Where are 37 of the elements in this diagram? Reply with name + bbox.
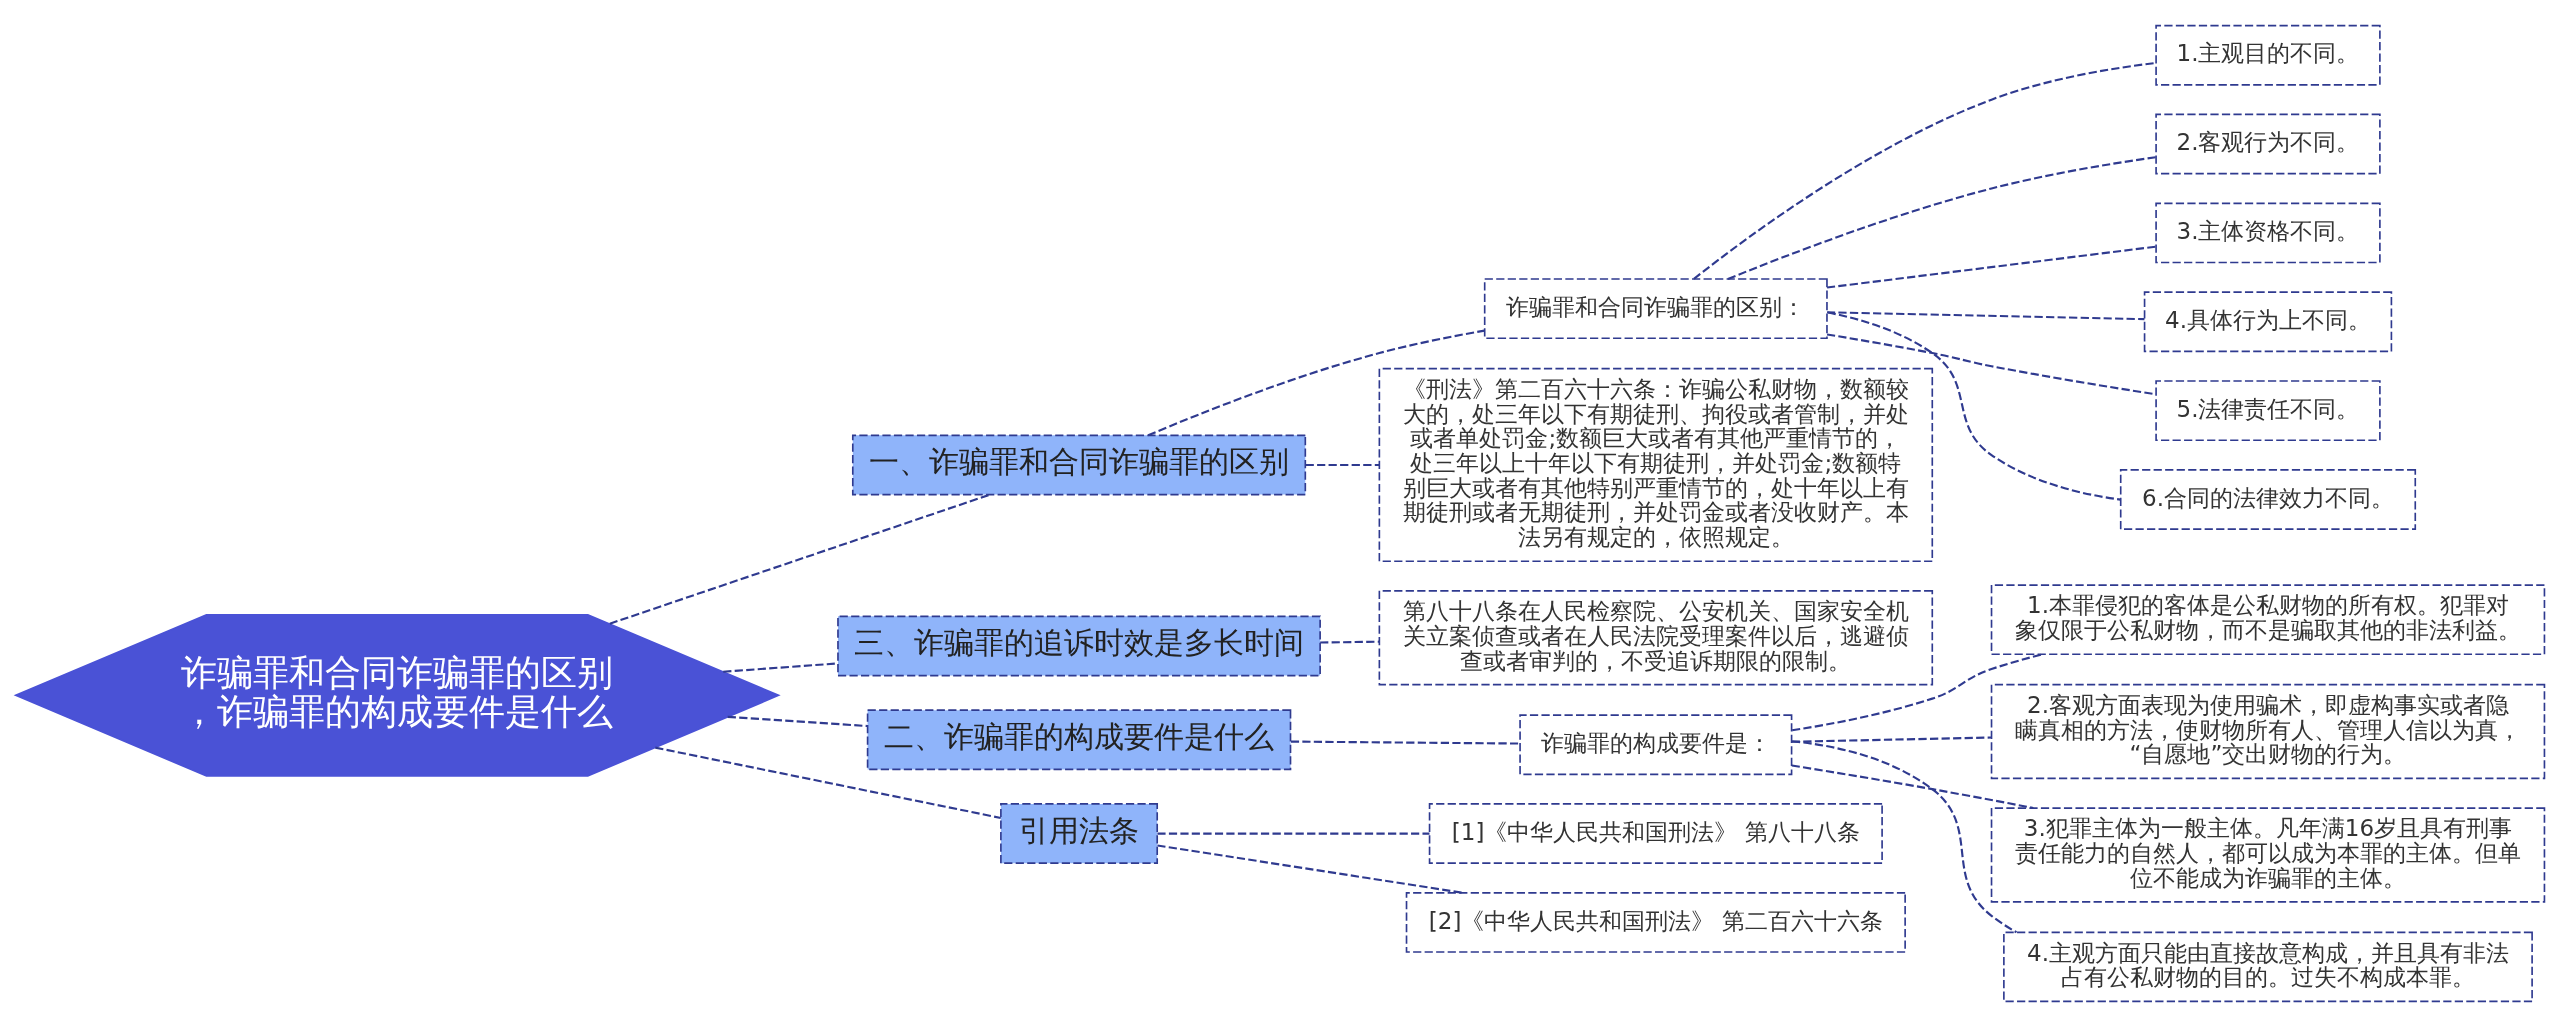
- connector: [1320, 640, 1380, 644]
- node-box: 一、诈骗罪和合同诈骗罪的区别: [851, 434, 1307, 495]
- node-box: 诈骗罪和合同诈骗罪的区别：: [1483, 277, 1828, 339]
- connector: [655, 746, 1001, 819]
- connector: [1827, 310, 2121, 501]
- node-box: 三、诈骗罪的追诉时效是多长时间: [837, 615, 1321, 676]
- connector: [723, 661, 838, 673]
- connector: [1147, 329, 1485, 436]
- node-box: 诈骗罪的构成要件是：: [1519, 713, 1793, 775]
- node-box: 4.具体行为上不同。: [2143, 290, 2393, 352]
- node-box: 4.主观方面只能由直接故意构成，并且具有非法占有公私财物的目的。过失不构成本罪。: [2003, 930, 2533, 1002]
- node-box: 《刑法》第二百六十六条：诈骗公私财物，数额较大的，处三年以下有期徒刑、拘役或者管制，并处或者单处罚金;数额巨大或者有其他严重情节的，处三年以上十年以下有期徒刑，并处罚金;数额特别巨大或者有其他特别严重情节的，处十年以上有期徒刑或者无期徒刑，并处罚金或者没收财产。本法另有规定的，依照规定。: [1378, 367, 1934, 562]
- connector: [1791, 735, 1992, 743]
- node-box: [2]《中华人民共和国刑法》 第二百六十六条: [1405, 891, 1906, 953]
- connector: [1290, 740, 1520, 745]
- node-box: 5.法律责任不同。: [2155, 379, 2381, 441]
- node-box: 1.本罪侵犯的客体是公私财物的所有权。犯罪对象仅限于公私财物，而不是骗取其他的非法利益。: [1990, 583, 2546, 655]
- node-box: 二、诈骗罪的构成要件是什么: [866, 708, 1292, 770]
- connector: [1791, 739, 2018, 933]
- connector: [609, 493, 991, 625]
- node-box: 6.合同的法律效力不同。: [2119, 468, 2417, 530]
- node-box: 3.主体资格不同。: [2155, 202, 2381, 263]
- node-box: 第八十八条在人民检察院、公安机关、国家安全机关立案侦查或者在人民法院受理案件以后，逃避侦查或者审判的，不受追诉期限的限制。: [1378, 589, 1934, 685]
- connector: [1157, 843, 1463, 894]
- node-box: [1]《中华人民共和国刑法》 第八十八条: [1428, 802, 1883, 864]
- node-box: 引用法条: [1000, 802, 1159, 864]
- node-box: 1.主观目的不同。: [2155, 24, 2381, 86]
- connector: [1157, 832, 1430, 835]
- node-box: 3.犯罪主体为一般主体。凡年满16岁且具有刑事责任能力的自然人，都可以成为本罪的主体。但单位不能成为诈骗罪的主体。: [1990, 806, 2546, 903]
- connector: [1727, 155, 2156, 280]
- node-box: 2.客观方面表现为使用骗术，即虚构事实或者隐瞒真相的方法，使财物所有人、管理人信以为真，“自愿地”交出财物的行为。: [1990, 683, 2546, 779]
- connector: [1305, 463, 1380, 466]
- connector: [1826, 245, 2156, 289]
- connector: [727, 715, 868, 727]
- node-box: 2.客观行为不同。: [2155, 113, 2381, 174]
- connector: [1693, 61, 2157, 280]
- connector: [1827, 310, 2145, 320]
